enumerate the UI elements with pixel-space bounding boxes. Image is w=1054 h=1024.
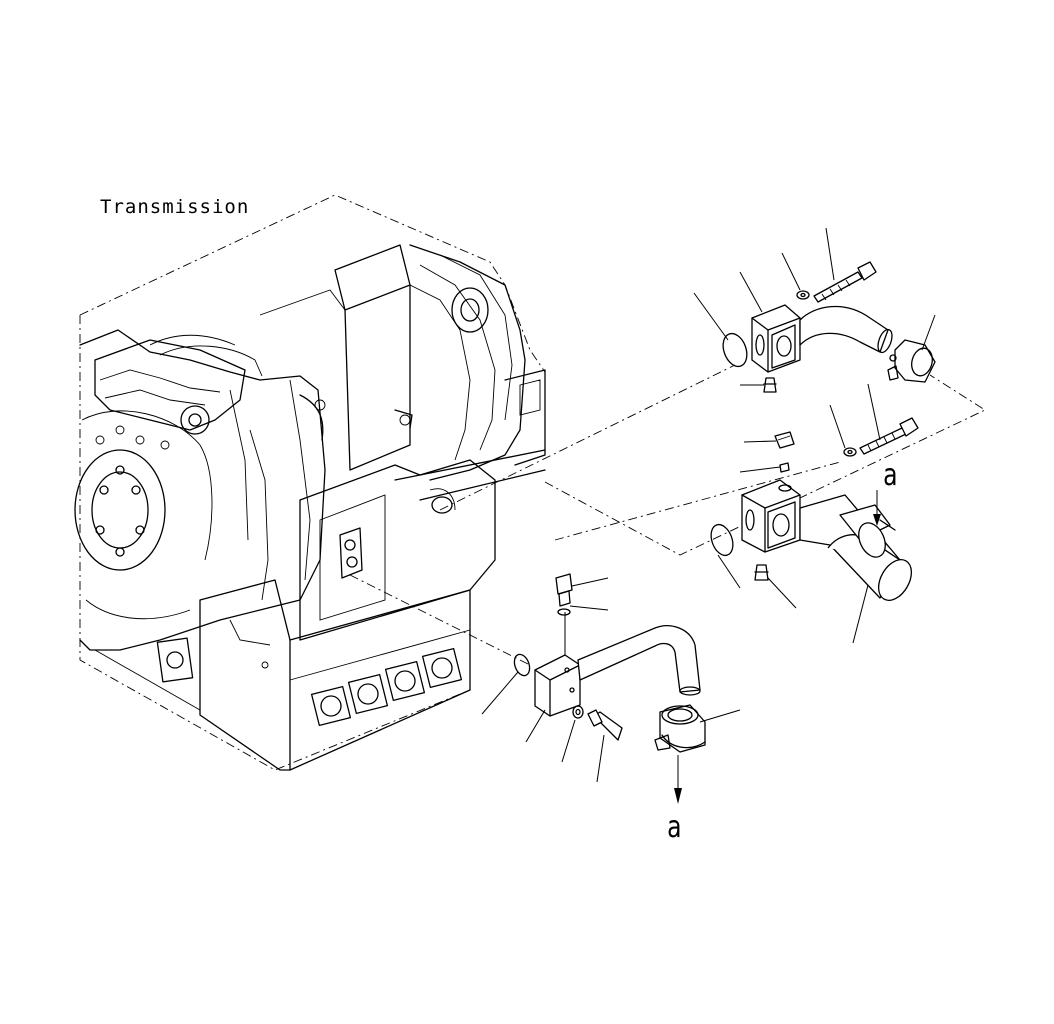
- arrow-down-icon-upper: [873, 514, 881, 526]
- lower-washer: [572, 705, 584, 719]
- upper-pipe-assembly: [722, 261, 936, 393]
- upper-bolt: [813, 271, 863, 303]
- upper-nipple: [763, 377, 777, 393]
- lower-vertical-bolt: [555, 573, 573, 595]
- upper-flange-block: [751, 304, 801, 373]
- diagram-title: Transmission: [100, 196, 250, 218]
- transmission-phantom-outline: [79, 194, 546, 455]
- upper-elbow-pipe: [799, 305, 889, 353]
- phantom-leaders: [349, 364, 986, 666]
- middle-pipe-assembly: [710, 417, 919, 601]
- lower-pipe-assembly: [513, 573, 706, 804]
- lower-o-ring: [513, 653, 531, 677]
- bell-housing: [79, 329, 326, 651]
- pump-boss: [451, 287, 489, 333]
- middle-bolt: [859, 427, 907, 455]
- middle-nipple-top: [774, 431, 795, 449]
- middle-o-ring: [710, 523, 734, 557]
- middle-washer: [843, 447, 857, 457]
- upper-clamp: [894, 339, 936, 383]
- upper-o-ring: [722, 332, 748, 368]
- lower-small-o-ring: [557, 608, 571, 616]
- output-flange: [74, 449, 166, 571]
- lower-elbow-pipe: [577, 625, 701, 693]
- callout-letter-upper: a: [883, 458, 898, 493]
- transmission-housing: [74, 194, 546, 771]
- callout-letter-lower: a: [667, 810, 682, 845]
- reference-leader-lines: [481, 227, 936, 783]
- lower-flange-block: [534, 654, 581, 717]
- upper-washer: [796, 290, 810, 300]
- lower-port-row: [310, 647, 463, 727]
- middle-flange-block: [741, 479, 801, 553]
- arrow-down-icon: [674, 788, 682, 804]
